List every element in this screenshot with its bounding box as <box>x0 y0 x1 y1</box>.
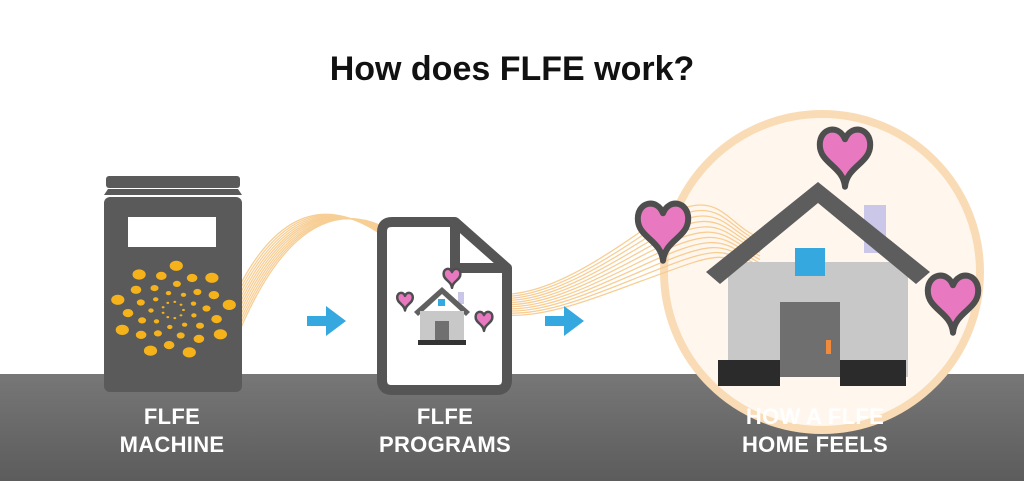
spiral-dot <box>181 322 188 327</box>
spiral-dot <box>191 313 197 318</box>
spiral-dot <box>132 269 146 280</box>
label-line: FLFE <box>416 404 474 429</box>
spiral-dot <box>165 291 172 296</box>
spiral-dot <box>213 329 227 340</box>
spiral-dot <box>148 308 154 313</box>
spiral-dot <box>153 330 162 337</box>
machine-display <box>128 217 216 247</box>
spiral-dot <box>166 316 170 319</box>
spiral-dot <box>202 305 211 312</box>
label-line: FLFE <box>143 404 201 429</box>
spiral-dot <box>180 292 187 297</box>
spiral-dot <box>143 345 158 356</box>
house-foundation-left <box>718 360 780 386</box>
spiral-dot <box>115 324 129 335</box>
spiral-dot <box>186 273 198 283</box>
spiral-dot <box>193 288 202 296</box>
spiral-dot <box>173 317 177 320</box>
spiral-dot <box>153 297 159 302</box>
label-line: HOW A FLFE <box>745 404 885 429</box>
label-line: MACHINE <box>119 432 225 457</box>
spiral-dot <box>172 280 181 287</box>
spiral-dot <box>169 260 183 271</box>
arrow-right-icon <box>545 306 584 336</box>
heart-icon <box>924 272 982 336</box>
label-line: HOME FEELS <box>741 432 888 457</box>
mini-house-icon <box>414 287 470 345</box>
spiral-dot <box>167 324 173 330</box>
spiral-dot <box>208 291 220 300</box>
program-document-icon <box>377 217 512 395</box>
spiral-dot <box>182 308 185 312</box>
heart-icon <box>474 310 494 333</box>
arrow-right-icon <box>307 306 346 336</box>
spiral-dot <box>176 332 185 339</box>
spiral-dot <box>196 322 204 329</box>
spiral-dot <box>211 315 222 324</box>
spiral-dot <box>222 299 236 310</box>
house-roof <box>706 182 930 284</box>
label-flfe-machine: FLFE MACHINE <box>82 403 262 459</box>
spiral-dot <box>153 319 160 324</box>
spiral-dot <box>150 285 159 292</box>
heart-icon <box>395 291 415 312</box>
spiral-dot <box>136 299 145 306</box>
house-door <box>780 302 840 377</box>
spiral-dot <box>130 285 142 294</box>
spiral-dot <box>161 306 165 309</box>
label-flfe-programs: FLFE PROGRAMS <box>355 403 535 459</box>
spiral-dot <box>205 272 219 283</box>
heart-icon <box>816 126 874 190</box>
spiral-dot <box>156 271 167 280</box>
spiral-dot <box>173 300 177 303</box>
label-home-feels: HOW A FLFE HOME FEELS <box>700 403 930 459</box>
spiral-dot <box>122 309 134 318</box>
spiral-dot <box>179 303 183 306</box>
spiral-dot <box>111 294 125 305</box>
spiral-dot <box>193 334 205 343</box>
spiral-dot <box>138 317 147 324</box>
house-window <box>795 248 825 276</box>
house-foundation-right <box>840 360 906 386</box>
label-line: PROGRAMS <box>379 432 511 457</box>
spiral-dot <box>190 301 197 306</box>
machine-icon <box>104 176 242 392</box>
heart-icon <box>634 200 692 264</box>
spiral-dot <box>163 341 175 350</box>
spiral-dot <box>166 301 170 304</box>
house-icon <box>706 182 930 386</box>
door-handle <box>826 340 831 354</box>
spiral-dot <box>182 347 196 358</box>
spiral-dot <box>179 314 183 317</box>
heart-icon <box>442 267 462 290</box>
page-title: How does FLFE work? <box>329 50 695 88</box>
spiral-dot <box>161 311 165 314</box>
spiral-dot <box>135 330 147 339</box>
spiral-dots <box>111 260 236 358</box>
